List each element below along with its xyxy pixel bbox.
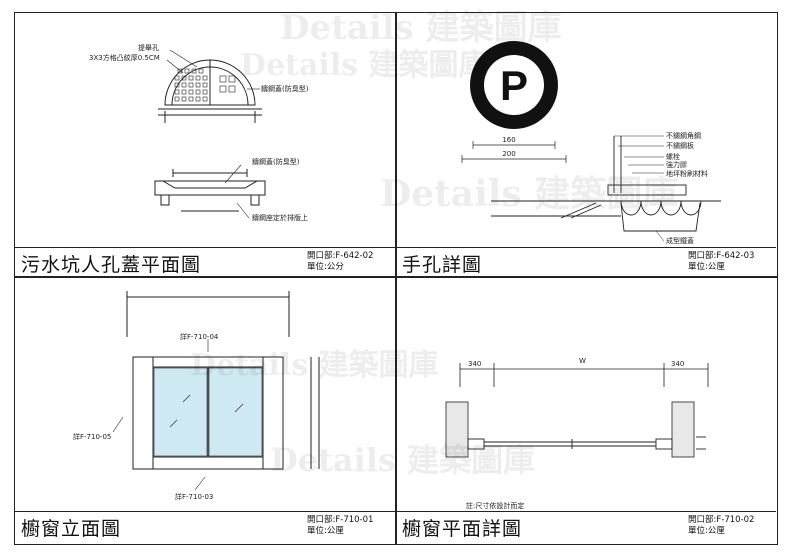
note-cover-section: 鑄鋼蓋(防臭型) [252,157,300,166]
panel-hand-hole: P 160 200 [396,13,776,276]
panel-title: 櫥窗平面詳圖 [402,518,523,540]
glass-pane-right [208,367,263,457]
note-5: 地坪粉刷材料 [666,169,708,178]
panel-window-plan: 340 W 340 註:尺寸依設計而定 櫥窗平面詳圖 開口部:F-710- [396,277,776,540]
note-lift-hole: 提舉孔 [138,43,159,52]
ref-left: 詳F-710-05 [73,432,111,441]
code-label: 開口部:F-642-02 [307,251,374,261]
hand-hole-section [491,136,721,232]
plan-note: 註:尺寸依設計而定 [466,501,524,510]
drawing-sheet: 提舉孔 3X3方格凸紋厚0.5CM 鑄鋼蓋(防臭型) 鑄鋼蓋(防臭型) 鑄鋼座定… [14,12,778,545]
cover-grid-pattern [174,68,236,102]
dim-left: 340 [468,360,481,368]
note-cover-top: 鑄鋼蓋(防臭型) [261,84,309,93]
ref-top: 詳F-710-04 [180,332,219,341]
parking-letter: P [500,62,528,109]
caption-window-plan: 櫥窗平面詳圖 開口部:F-710-02 單位:公厘 [396,511,776,540]
note-frame: 鑄鋼座定於排版上 [252,213,308,222]
wall-left [445,401,469,458]
note-2: 不鏽鋼板 [666,141,694,150]
note-6: 成型鐵蓋 [666,236,694,245]
cover-plan [158,59,262,123]
unit-label: 單位:公厘 [688,526,725,536]
note-1: 不鏽鋼角鋼 [666,131,701,140]
caption-manhole: 污水坑人孔蓋平面圖 開口部:F-642-02 單位:公分 [15,247,395,276]
window-plan-drawing: 340 W 340 註:尺寸依設計而定 [445,357,709,510]
unit-label: 單位:公厘 [688,262,725,272]
panel-code: 開口部:F-642-02 單位:公分 [307,251,373,273]
panel-code: 開口部:F-642-03 單位:公厘 [688,251,754,273]
panel-code: 開口部:F-710-01 單位:公厘 [307,515,373,537]
dim-outer: 200 [502,150,515,158]
divider-vertical [395,13,397,544]
panel-code: 開口部:F-710-02 單位:公厘 [688,515,754,537]
panel-title: 手孔詳圖 [402,254,483,276]
cover-section [154,169,266,212]
manhole-cover-drawing: 提舉孔 3X3方格凸紋厚0.5CM 鑄鋼蓋(防臭型) 鑄鋼蓋(防臭型) 鑄鋼座定… [89,43,309,222]
code-label: 開口部:F-642-03 [688,251,755,261]
note-grid-pattern: 3X3方格凸紋厚0.5CM [89,53,160,62]
code-label: 開口部:F-710-01 [307,515,374,525]
wall-right [671,401,695,458]
panel-title: 櫥窗立面圖 [21,518,122,540]
ref-bottom: 詳F-710-03 [175,492,213,501]
dim-right: 340 [671,360,684,368]
note-4: 強力膠 [666,160,687,169]
panel-title: 污水坑人孔蓋平面圖 [21,254,202,276]
panel-manhole-cover: 提舉孔 3X3方格凸紋厚0.5CM 鑄鋼蓋(防臭型) 鑄鋼蓋(防臭型) 鑄鋼座定… [15,13,395,276]
parking-symbol: P [470,41,558,129]
glass-pane-left [153,367,208,457]
dim-center: W [579,357,586,365]
panel-window-elevation: 詳F-710-04 詳F-710-05 詳F-710-03 櫥窗立面圖 開口部:… [15,277,395,540]
dim-inner: 160 [502,136,515,144]
unit-label: 單位:公分 [307,262,344,272]
hand-hole-drawing: P 160 200 [461,41,721,245]
unit-label: 單位:公厘 [307,526,344,536]
divider-horizontal [15,276,777,278]
caption-hand-hole: 手孔詳圖 開口部:F-642-03 單位:公厘 [396,247,776,276]
note-3: 螺栓 [666,152,680,161]
window-elevation-drawing: 詳F-710-04 詳F-710-05 詳F-710-03 [73,291,320,501]
caption-window-elevation: 櫥窗立面圖 開口部:F-710-01 單位:公厘 [15,511,395,540]
code-label: 開口部:F-710-02 [688,515,755,525]
